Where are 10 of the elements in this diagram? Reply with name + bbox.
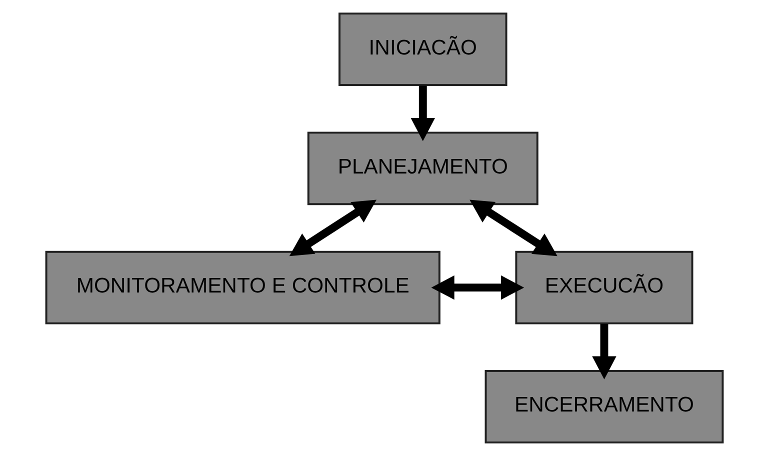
node-box: INICIACÃO	[338, 12, 507, 86]
arrow	[430, 275, 524, 300]
arrow	[288, 200, 376, 256]
arrow	[410, 86, 435, 142]
node-box: ENCERRAMENTO	[484, 370, 724, 444]
node-box: MONITORAMENTO E CONTROLE	[44, 250, 440, 324]
arrow	[592, 324, 616, 380]
arrow	[469, 200, 557, 256]
node-box: PLANEJAMENTO	[306, 132, 538, 206]
node-box: EXECUCÃO	[514, 250, 693, 324]
